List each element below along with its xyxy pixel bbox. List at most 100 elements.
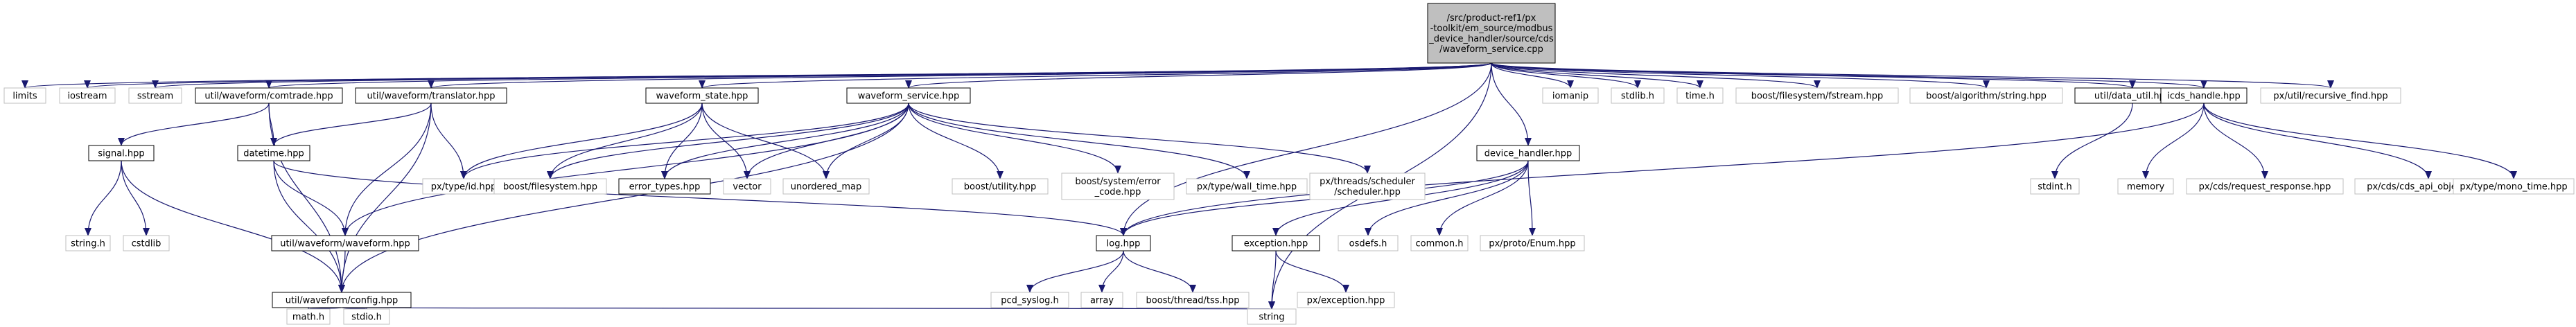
node-reqresp: px/cds/request_response.hpp (2186, 178, 2344, 195)
edge-wstate-to-typeid (460, 103, 703, 179)
edge-root-to-wservice (905, 62, 1492, 89)
node-reqresp-label-line-1: px/cds/request_response.hpp (2199, 182, 2331, 193)
node-algstring-box (1909, 87, 2063, 104)
node-loghpp[interactable]: log.hpp (1096, 235, 1151, 251)
node-commonh: common.h (1410, 235, 1469, 251)
node-exchpp-box (1232, 235, 1320, 251)
node-syserr-label-line-2: _code.hpp (1094, 187, 1141, 197)
node-configh-box (272, 292, 412, 308)
node-syserr-box (1061, 173, 1175, 200)
node-wservice-box (846, 87, 971, 104)
node-pcdsyslog: pcd_syslog.h (990, 292, 1069, 308)
node-walltime-label-line-1: px/type/wall_time.hpp (1197, 182, 1297, 193)
node-sched-box (1309, 173, 1426, 200)
node-devhandler[interactable]: device_handler.hpp (1476, 145, 1580, 161)
edge-wservice-to-typeid (460, 103, 909, 179)
nodes-layer: /src/product-ref1/px-toolkit/em_source/m… (3, 3, 2575, 325)
edge-root-to-devhandler (1491, 62, 1532, 146)
node-pxexc-box (1297, 292, 1395, 308)
node-comtrade[interactable]: util/waveform/comtrade.hpp (195, 87, 343, 104)
node-umap-label-line-1: unordered_map (791, 182, 862, 193)
node-stdioh-box (343, 308, 390, 325)
node-stringh-box (65, 235, 111, 251)
node-icds-label-line-1: icds_handle.hpp (2167, 91, 2240, 102)
node-configh[interactable]: util/waveform/config.hpp (272, 292, 412, 308)
node-root-label-line-2: -toolkit/em_source/modbus (1430, 24, 1553, 34)
node-string: string (1247, 308, 1297, 325)
node-sstream-box (128, 87, 182, 104)
node-osdefs-label-line-1: osdefs.h (1349, 239, 1387, 249)
node-root[interactable]: /src/product-ref1/px-toolkit/em_source/m… (1427, 3, 1556, 64)
node-fsfstream: boost/filesystem/fstream.hpp (1735, 87, 1899, 104)
node-iostream: iostream (59, 87, 116, 104)
node-datetime-box (237, 145, 310, 161)
node-osdefs: osdefs.h (1338, 235, 1399, 251)
node-translator[interactable]: util/waveform/translator.hpp (355, 87, 507, 104)
node-cstdlib: cstdlib (123, 235, 170, 251)
node-protoenum-box (1480, 235, 1585, 251)
node-typeid: px/type/id.hpp (422, 178, 505, 195)
node-cstdlib-label-line-1: cstdlib (132, 239, 161, 249)
edge-wservice-to-butil (908, 103, 1004, 179)
node-limits: limits (3, 87, 46, 104)
node-errtypes[interactable]: error_types.hpp (618, 178, 711, 195)
node-loghpp-box (1096, 235, 1151, 251)
node-timeh-label-line-1: time.h (1685, 91, 1715, 102)
edge-icds-to-memory (2142, 103, 2205, 179)
node-devhandler-label-line-1: device_handler.hpp (1484, 149, 1572, 159)
node-monotime-label-line-1: px/type/mono_time.hpp (2460, 182, 2567, 193)
node-string-box (1247, 308, 1297, 325)
node-iomanip-label-line-1: iomanip (1552, 91, 1588, 102)
node-wavehpp[interactable]: util/waveform/waveform.hpp (271, 235, 419, 251)
node-translator-box (355, 87, 507, 104)
node-syserr: boost/system/error_code.hpp (1061, 173, 1175, 200)
edge-exchpp-to-string (1268, 250, 1277, 310)
node-sstream: sstream (128, 87, 182, 104)
edge-root-to-icds (1491, 62, 2207, 89)
node-comtrade-label-line-1: util/waveform/comtrade.hpp (204, 91, 333, 102)
node-root-label-line-1: /src/product-ref1/px (1447, 13, 1536, 24)
node-timeh: time.h (1676, 87, 1724, 104)
edge-icds-to-monotime (2203, 103, 2517, 179)
node-pxexc: px/exception.hpp (1297, 292, 1395, 308)
node-exchpp[interactable]: exception.hpp (1232, 235, 1320, 251)
edge-devhandler-to-osdefs (1365, 160, 1529, 236)
node-mathh-label-line-1: math.h (292, 312, 324, 323)
node-wavehpp-label-line-1: util/waveform/waveform.hpp (280, 239, 410, 249)
edge-datetime-to-loghpp (273, 160, 1127, 236)
node-boostfs: boost/filesystem.hpp (493, 178, 607, 195)
edge-wservice-to-boostfs (547, 103, 909, 179)
node-wstate[interactable]: waveform_state.hpp (645, 87, 759, 104)
node-signal[interactable]: signal.hpp (88, 145, 155, 161)
edge-root-to-wstate (699, 62, 1492, 89)
node-array-box (1080, 292, 1123, 308)
node-array: array (1080, 292, 1123, 308)
node-root-box (1427, 3, 1556, 64)
edge-root-to-sstream (152, 62, 1492, 89)
node-protoenum: px/proto/Enum.hpp (1480, 235, 1585, 251)
node-stringh-label-line-1: string.h (71, 239, 105, 249)
node-string-label-line-1: string (1259, 312, 1284, 323)
edge-configh-to-string (341, 301, 1272, 310)
node-boostfs-label-line-1: boost/filesystem.hpp (503, 182, 597, 193)
edge-loghpp-to-pcdsyslog (1026, 250, 1124, 293)
node-tss-label-line-1: boost/thread/tss.hpp (1146, 296, 1240, 306)
node-icds[interactable]: icds_handle.hpp (2160, 87, 2248, 104)
edge-root-to-timeh (1491, 62, 1703, 89)
edge-root-to-iomanip (1491, 62, 1574, 89)
edge-root-to-algstring (1491, 62, 1990, 89)
node-devhandler-box (1476, 145, 1580, 161)
edge-root-to-comtrade (266, 62, 1492, 89)
node-stringh: string.h (65, 235, 111, 251)
edge-loghpp-to-array (1098, 250, 1124, 293)
node-vector-label-line-1: vector (733, 182, 762, 193)
node-wservice[interactable]: waveform_service.hpp (846, 87, 971, 104)
node-datetime[interactable]: datetime.hpp (237, 145, 310, 161)
edge-wavehpp-to-configh (338, 250, 346, 293)
edge-translator-to-wavehpp (342, 103, 432, 236)
edge-root-to-datautil (1491, 62, 2136, 89)
node-mathh: math.h (286, 308, 331, 325)
node-walltime: px/type/wall_time.hpp (1186, 178, 1308, 195)
node-icds-box (2160, 87, 2248, 104)
node-errtypes-label-line-1: error_types.hpp (629, 182, 701, 193)
